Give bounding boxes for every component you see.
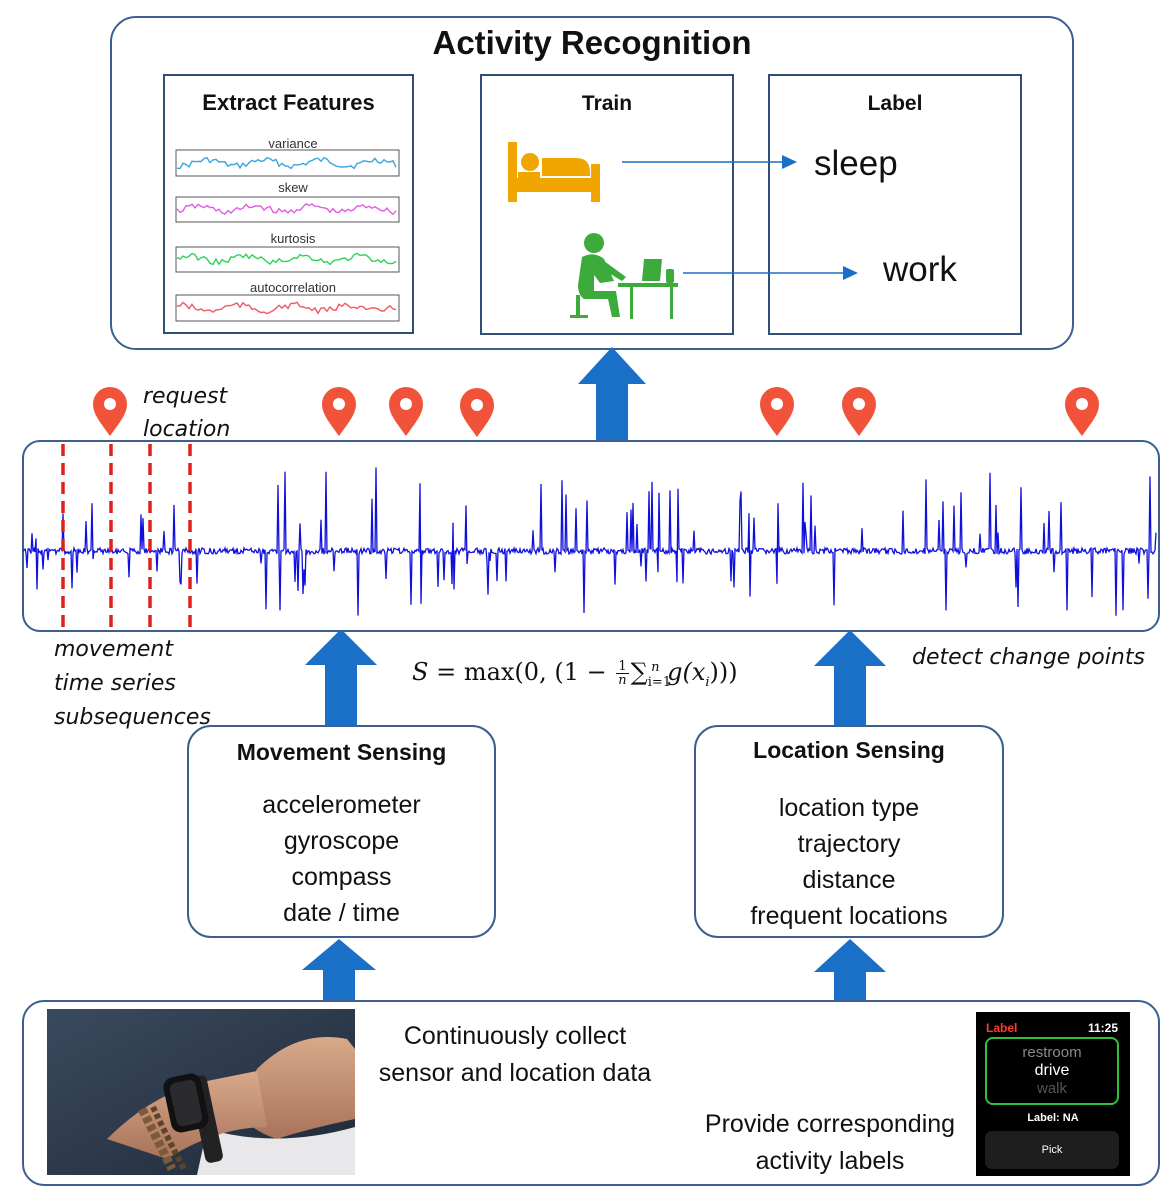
pin-icon <box>460 388 494 437</box>
movement-sensing-box: Movement Sensing accelerometer gyroscope… <box>187 725 496 938</box>
movement-signal-trace <box>23 467 1157 616</box>
pin-icon <box>1065 387 1099 436</box>
movement-signal-box <box>22 440 1160 632</box>
feature-frame-kurtosis <box>175 246 400 273</box>
feature-label-kurtosis: kurtosis <box>271 231 316 246</box>
formula-func-sub: i <box>705 674 710 690</box>
feature-series-autocorrelation <box>176 301 397 315</box>
label-title: Label <box>867 92 923 115</box>
watch-pick-button[interactable]: Pick <box>985 1131 1119 1169</box>
feature-series-variance <box>176 156 397 170</box>
movement-sensing-list: accelerometer gyroscope compass date / t… <box>189 787 494 931</box>
feature-series-skew <box>176 203 397 216</box>
location-item: frequent locations <box>750 902 948 930</box>
watch-option-selected: drive <box>1034 1062 1070 1079</box>
formula-text: = max(0, (1 − <box>436 658 607 686</box>
formula-fraction: 1 n <box>616 659 629 688</box>
movement-item: gyroscope <box>283 827 400 855</box>
collect-text: Continuously collect sensor and location… <box>350 1018 680 1092</box>
location-sensing-title: Location Sensing <box>753 737 945 763</box>
wristwatch-photo <box>47 1009 355 1175</box>
subsequence-boundaries <box>61 444 192 630</box>
collect-text-line: sensor and location data <box>378 1059 652 1087</box>
watch-picker[interactable]: restroom drive walk <box>985 1037 1119 1105</box>
bed-icon <box>508 142 600 202</box>
feature-frame-variance <box>175 149 400 177</box>
extract-features-title: Extract Features <box>202 90 375 115</box>
feature-frame-skew <box>175 196 400 223</box>
feature-chart-kurtosis: kurtosis <box>175 231 400 273</box>
score-formula: S = max(0, (1 − 1 n ∑i=1n g(xi))) <box>412 658 738 690</box>
location-sensing-box: Location Sensing location type trajector… <box>694 725 1004 938</box>
pin-icon <box>760 387 794 436</box>
formula-tail: ))) <box>709 658 738 686</box>
watch-option: restroom <box>1022 1044 1082 1061</box>
formula-lhs: S <box>412 658 429 686</box>
formula-frac-den: n <box>618 673 627 688</box>
labels-text: Provide corresponding activity labels <box>680 1106 980 1180</box>
train-title: Train <box>581 92 633 115</box>
arrow-to-activity <box>578 347 646 442</box>
activity-recognition-title: Activity Recognition <box>432 24 752 61</box>
location-item: location type <box>778 794 920 822</box>
formula-sum-sup: n <box>651 660 660 675</box>
feature-chart-autocorrelation: autocorrelation <box>175 280 400 322</box>
formula-frac-num: 1 <box>616 659 629 674</box>
arrow-location-to-signal <box>814 630 886 726</box>
feature-frame-autocorrelation <box>175 294 400 322</box>
movement-signal-plot <box>23 444 1157 630</box>
watch-time: 11:25 <box>1087 1021 1118 1035</box>
feature-chart-variance: variance <box>175 136 400 177</box>
feature-series-kurtosis <box>176 252 397 266</box>
request-location-line: request <box>143 384 228 409</box>
pin-icon <box>842 387 876 436</box>
watch-option: walk <box>1036 1080 1067 1097</box>
feature-label-variance: variance <box>268 136 317 151</box>
arrow-collect-to-movement <box>302 939 376 1002</box>
label-panel: Label sleep work <box>768 74 1022 335</box>
feature-label-autocorrelation: autocorrelation <box>250 280 336 295</box>
feature-charts: variance skew kurtosis autocorrelation <box>175 136 400 322</box>
movement-item: compass <box>291 863 392 891</box>
label-sleep: sleep <box>814 144 898 183</box>
train-panel: Train <box>480 74 734 335</box>
labels-text-line: Provide corresponding <box>704 1110 956 1138</box>
subsequences-line: movement <box>54 637 173 662</box>
watch-label: Label <box>986 1021 1018 1035</box>
person-at-desk-icon <box>570 233 678 319</box>
location-item: trajectory <box>797 830 901 858</box>
watch-screen: Label 11:25 restroom drive walk Label: N… <box>976 1012 1130 1176</box>
movement-sensing-title: Movement Sensing <box>236 739 447 765</box>
pin-icon <box>322 387 356 436</box>
change-points-annotation: detect change points <box>912 645 1145 670</box>
subsequences-line: time series <box>54 671 176 696</box>
label-work: work <box>883 250 957 289</box>
movement-item: date / time <box>283 899 400 927</box>
subsequences-annotation: movement time series subsequences <box>54 633 211 735</box>
movement-item: accelerometer <box>262 791 421 819</box>
feature-chart-skew: skew <box>175 180 400 223</box>
arrow-collect-to-location <box>814 939 886 1002</box>
location-item: distance <box>802 866 896 894</box>
request-location-annotation: request location <box>143 380 230 446</box>
pin-icon <box>93 387 127 436</box>
extract-features-panel: Extract Features variance skew kurtosis … <box>163 74 414 334</box>
formula-func: g(x <box>667 658 706 686</box>
labels-text-line: activity labels <box>755 1147 905 1175</box>
feature-label-skew: skew <box>278 180 308 195</box>
pin-icon <box>389 387 423 436</box>
formula-sum: ∑ <box>630 658 648 686</box>
arrow-movement-to-signal <box>305 629 377 726</box>
collect-text-line: Continuously collect <box>403 1022 627 1050</box>
request-location-line: location <box>143 417 231 442</box>
subsequences-line: subsequences <box>54 705 211 730</box>
location-sensing-list: location type trajectory distance freque… <box>696 790 1002 934</box>
watch-status: Label: NA <box>1027 1112 1079 1124</box>
